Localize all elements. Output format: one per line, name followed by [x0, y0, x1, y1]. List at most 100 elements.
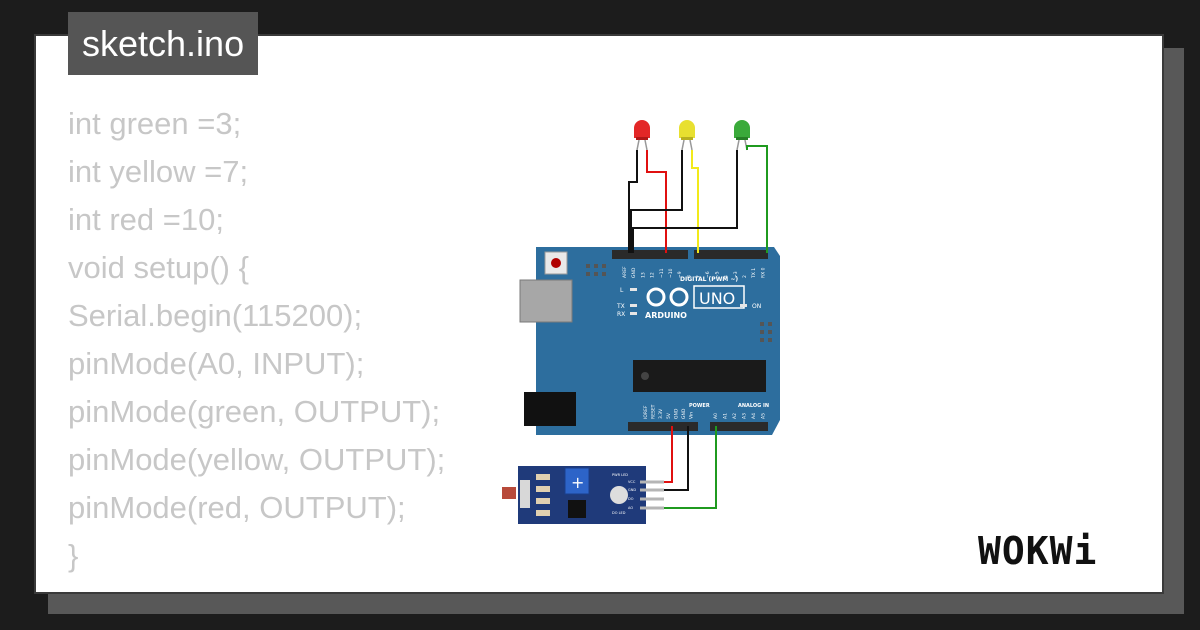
pwr-led-label: PWR LED	[612, 473, 628, 477]
pin-label: 4	[724, 275, 730, 278]
logo-text: WOKWi	[978, 529, 1097, 573]
ldr-holder	[520, 480, 530, 508]
pin-label: A2	[732, 413, 738, 419]
pin-label: Vin	[689, 412, 695, 419]
code-line: pinMode(green, OUTPUT);	[68, 394, 441, 429]
usb-port	[519, 279, 573, 323]
code-line: pinMode(yellow, OUTPUT);	[68, 442, 446, 477]
ldr-sensor-module: + VCC GND DO AO PWR LED DO LED	[502, 466, 664, 524]
pin-label: A3	[742, 413, 748, 419]
pin-label: ~11	[659, 268, 665, 278]
pin-label: A1	[723, 413, 729, 419]
power-jack	[524, 392, 576, 426]
pin-label: ~10	[668, 268, 674, 278]
chip-notch	[641, 372, 649, 380]
wokwi-logo: WOKWi	[978, 529, 1097, 573]
circuit-diagram: UNO ARDUINO DIGITAL (PWM ~) POWER ANALOG…	[502, 120, 780, 524]
pin-label: ~9	[677, 271, 683, 278]
power-header	[628, 422, 698, 431]
analog-label: ANALOG IN	[738, 403, 769, 409]
rx-led	[630, 312, 637, 315]
power-label: POWER	[689, 403, 710, 409]
pin-label: 13	[640, 272, 646, 278]
pin-label: RX 0	[760, 267, 766, 278]
pin-label: A5	[761, 413, 767, 419]
board-brand: UNO	[699, 289, 735, 308]
code-line: int yellow =7;	[68, 154, 249, 189]
wire-sensor-vcc	[664, 426, 673, 483]
digital-header-left	[612, 250, 688, 259]
l-label: L	[620, 287, 624, 294]
microcontroller-chip	[633, 360, 766, 392]
pin-label: GND	[631, 267, 637, 278]
pin-label: GND	[673, 408, 679, 419]
pin-label: ~6	[705, 271, 711, 278]
wire-red-led-gnd	[628, 150, 638, 253]
l-led	[630, 288, 637, 291]
pin-label-ao: AO	[628, 506, 633, 510]
pin-label: IOREF	[643, 405, 649, 419]
wire-red-led-signal	[646, 150, 667, 253]
wire-sensor-gnd	[664, 426, 689, 491]
comparator-chip	[568, 500, 586, 518]
pin-label: 12	[650, 272, 656, 278]
pin-label: TX 1	[751, 268, 757, 279]
potentiometer	[564, 467, 590, 495]
code-line: pinMode(red, OUTPUT);	[68, 490, 406, 525]
tx-label: TX	[616, 303, 625, 310]
sensor-led	[610, 486, 628, 504]
uno-badge	[693, 285, 745, 309]
board-name: ARDUINO	[645, 311, 687, 320]
icsp-header	[586, 264, 772, 342]
pin-label: GND	[681, 408, 687, 419]
sensor-pins	[640, 480, 664, 510]
digital-header-right	[694, 250, 768, 259]
file-tab-label: sketch.ino	[82, 23, 245, 64]
digital-label: DIGITAL (PWM ~)	[680, 276, 738, 283]
led-yellow	[679, 120, 695, 151]
wire-green-led-gnd	[632, 150, 738, 253]
code-line: int green =3;	[68, 106, 242, 141]
do-led-label: DO LED	[612, 511, 626, 515]
pin-label-vcc: VCC	[628, 480, 636, 484]
code-line: void setup() {	[68, 250, 249, 285]
pin-label: 5V	[666, 412, 672, 419]
analog-header	[710, 422, 768, 431]
wire-yellow-led-gnd	[630, 150, 683, 253]
wire-green-led-signal	[746, 145, 768, 253]
pin-label-gnd: GND	[628, 488, 636, 492]
pin-label: 3.3V	[658, 408, 664, 419]
code-line: pinMode(A0, INPUT);	[68, 346, 365, 381]
arduino-uno-board: UNO ARDUINO DIGITAL (PWM ~) POWER ANALOG…	[519, 247, 780, 435]
ldr-photoresistor	[502, 487, 516, 499]
sensor-wires	[664, 426, 717, 509]
pin-label: ~3	[733, 271, 739, 278]
pin-label: RESET	[651, 404, 657, 419]
rx-label: RX	[617, 311, 625, 318]
pin-label-do: DO	[628, 497, 634, 501]
code-line: int red =10;	[68, 202, 224, 237]
reset-icon	[551, 258, 561, 268]
on-label: ON	[752, 303, 761, 310]
pin-label: 2	[742, 275, 748, 278]
wire-sensor-ao	[664, 426, 717, 509]
led-wires	[628, 145, 768, 253]
pin-label: ~5	[714, 271, 720, 278]
pin-label: A0	[713, 413, 719, 419]
pin-label: A4	[751, 413, 757, 419]
code-line: }	[68, 538, 79, 573]
code-line: Serial.begin(115200);	[68, 298, 363, 333]
on-led	[740, 304, 747, 307]
pin-label: 8	[686, 275, 692, 278]
file-tab[interactable]: sketch.ino	[68, 12, 259, 75]
wire-yellow-led-signal	[691, 150, 699, 253]
potentiometer-icon: +	[571, 473, 584, 492]
pin-label: 7	[696, 275, 702, 278]
code-preview: int green =3; int yellow =7; int red =10…	[68, 100, 445, 580]
led-red	[634, 120, 650, 151]
arduino-logo-icon	[646, 287, 689, 307]
tx-led	[630, 304, 637, 307]
